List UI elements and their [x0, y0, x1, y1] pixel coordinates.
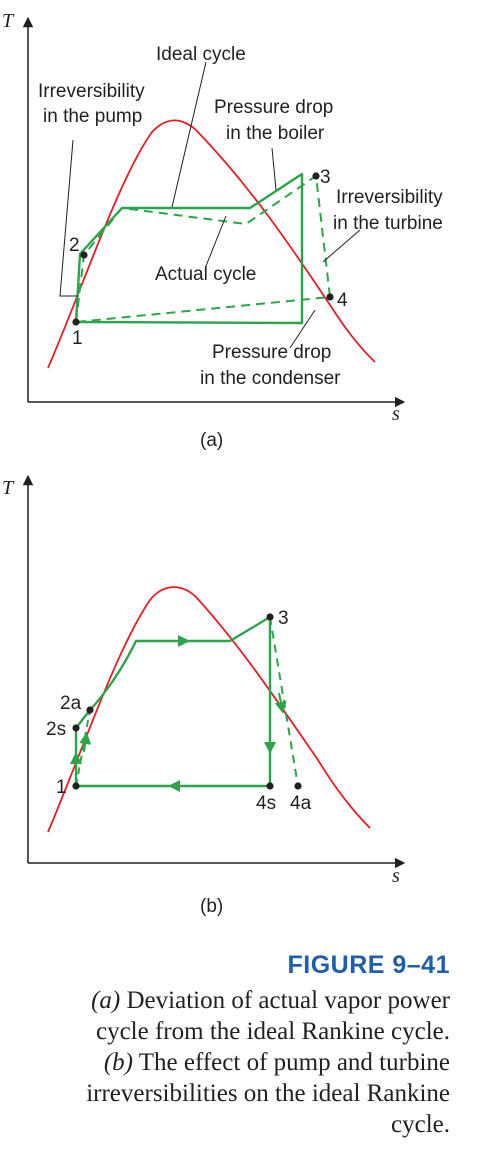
figure-title: FIGURE 9–41: [287, 951, 450, 979]
panel-a-pdrop-condenser-label-1: Pressure drop: [212, 342, 331, 363]
panel-b-point-2s: [72, 724, 80, 732]
panel-a-pdrop-condenser-label-2: in the condenser: [200, 368, 341, 389]
panel-a-leader-ideal: [171, 61, 207, 208]
panel-a-ideal-cycle-label: Ideal cycle: [156, 44, 246, 65]
caption-line-3: (b) The effect of pump and turbine: [104, 1049, 450, 1076]
panel-b-point-3: [266, 613, 274, 621]
panel-b-y-axis-label: T: [2, 477, 15, 499]
panel-a-irrev-pump-label-2: in the pump: [43, 106, 142, 127]
panel-a-leader-turbine: [322, 229, 361, 263]
panel-b-subcaption: (b): [200, 896, 223, 917]
caption-line-1-text: Deviation of actual vapor power: [120, 987, 450, 1014]
panel-b-point-4a: [294, 782, 302, 790]
panel-a-y-axis-label: T: [2, 10, 15, 32]
caption-tag-a: (a): [91, 987, 120, 1014]
panel-b: T s 1 2s 2a 3 4s 4a (b): [2, 474, 406, 917]
panel-a-actual-cycle-label: Actual cycle: [155, 264, 256, 285]
panel-a-irrev-pump-label-1: Irreversibility: [38, 81, 145, 102]
caption-line-1: (a) Deviation of actual vapor power: [91, 987, 451, 1014]
panel-a-pdrop-boiler-label-1: Pressure drop: [214, 97, 333, 118]
panel-a-point-1-label: 1: [72, 328, 83, 349]
panel-a-point-1: [72, 318, 80, 326]
panel-a-leader-condenser: [289, 309, 316, 349]
panel-b-arrow-expansion-actual: [274, 692, 287, 714]
panel-a-leader-boiler: [271, 147, 277, 191]
panel-b-actual-pump: [75, 709, 91, 787]
panel-b-point-2a: [86, 706, 94, 714]
caption-line-4: irreversibilities on the ideal Rankine: [86, 1080, 450, 1107]
caption-tag-b: (b): [104, 1049, 133, 1076]
panel-b-x-axis-label: s: [392, 865, 400, 887]
caption-line-5: cycle.: [391, 1111, 450, 1138]
panel-b-ideal-cycle: [74, 615, 272, 788]
caption-line-3-text: The effect of pump and turbine: [133, 1049, 450, 1076]
panel-b-point-3-label: 3: [278, 608, 289, 629]
panel-a-leader-pump: [59, 139, 78, 297]
panel-a-point-2: [80, 251, 88, 259]
panel-a-x-axis-label: s: [392, 403, 400, 425]
panel-a-irrev-turbine-label-1: Irreversibility: [336, 187, 443, 208]
panel-a-point-3: [312, 172, 320, 180]
panel-a-point-4-label: 4: [337, 290, 348, 311]
panel-b-point-1-label: 1: [56, 777, 67, 798]
panel-a-saturation-dome: [47, 119, 376, 369]
panel-b-point-4s: [266, 782, 274, 790]
panel-a-irrev-turbine-label-2: in the turbine: [333, 213, 443, 234]
caption-line-2: cycle from the ideal Rankine cycle.: [96, 1018, 450, 1045]
panel-a-point-4: [326, 293, 334, 301]
panel-b-saturation-dome: [47, 586, 371, 833]
panel-a-ideal-cycle: [74, 172, 304, 325]
panel-b-point-4s-label: 4s: [256, 793, 276, 814]
panel-a-point-3-label: 3: [320, 167, 331, 188]
panel-b-point-4a-label: 4a: [290, 793, 312, 814]
panel-a: T s 1 2 3 4 Ideal cycle Irreversibility …: [2, 10, 443, 451]
panel-b-arrow-pump-actual: [79, 732, 92, 753]
panel-b-actual-turbine: [269, 616, 299, 787]
panel-a-leader-actual: [205, 215, 227, 267]
panel-a-pdrop-boiler-label-2: in the boiler: [226, 123, 325, 144]
figure-caption: FIGURE 9–41 (a) Deviation of actual vapo…: [86, 951, 450, 1138]
panel-a-point-2-label: 2: [69, 235, 80, 256]
panel-b-point-1: [72, 782, 80, 790]
panel-b-point-2s-label: 2s: [46, 719, 66, 740]
panel-b-point-2a-label: 2a: [60, 693, 82, 714]
panel-a-subcaption: (a): [200, 430, 223, 451]
